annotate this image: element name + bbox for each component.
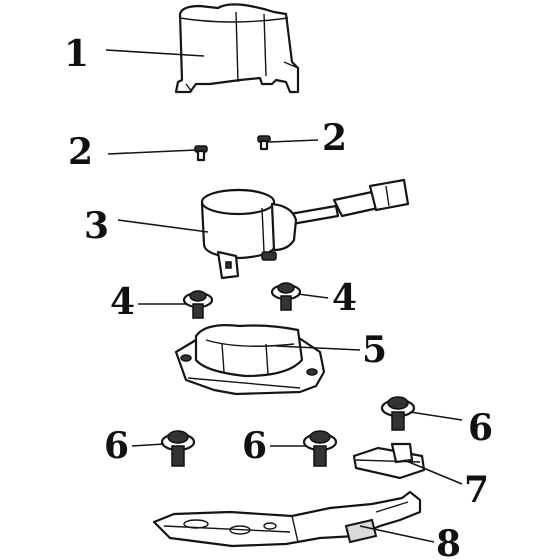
part-6-screw-right: [380, 396, 416, 431]
leader-7: [403, 459, 463, 485]
leader-2-left: [107, 149, 197, 155]
part-2-screw-left: [194, 145, 208, 162]
callout-6-middle: 6: [242, 425, 267, 467]
leader-1: [105, 49, 205, 57]
leader-3: [117, 219, 209, 233]
leader-8: [359, 525, 435, 543]
part-6-screw-left: [160, 430, 196, 467]
callout-6-left: 6: [104, 425, 129, 467]
leader-6-left: [131, 443, 165, 447]
callout-2-right: 2: [322, 117, 347, 159]
callout-4-left: 4: [110, 281, 135, 323]
callout-7: 7: [464, 469, 489, 511]
callout-3: 3: [84, 205, 109, 247]
part-1-cover-cap: [174, 3, 300, 94]
part-4-screw-left: [182, 290, 214, 319]
part-6-screw-middle: [302, 430, 338, 467]
callout-1: 1: [64, 33, 89, 75]
leader-4-right: [297, 293, 329, 299]
callout-5: 5: [362, 329, 387, 371]
callout-6-right: 6: [468, 407, 493, 449]
callout-8: 8: [436, 523, 461, 560]
leader-5: [275, 345, 361, 351]
part-3-motor: [200, 178, 410, 280]
callout-4-right: 4: [332, 277, 357, 319]
leader-6-right: [409, 411, 463, 421]
part-5-bracket: [174, 324, 326, 396]
callout-2-left: 2: [68, 131, 93, 173]
part-4-screw-right: [270, 282, 302, 311]
leader-2-right: [269, 139, 319, 143]
part-8-base-plate: [152, 490, 422, 548]
part-2-screw-right: [257, 135, 271, 151]
part-7-clip: [352, 442, 426, 480]
